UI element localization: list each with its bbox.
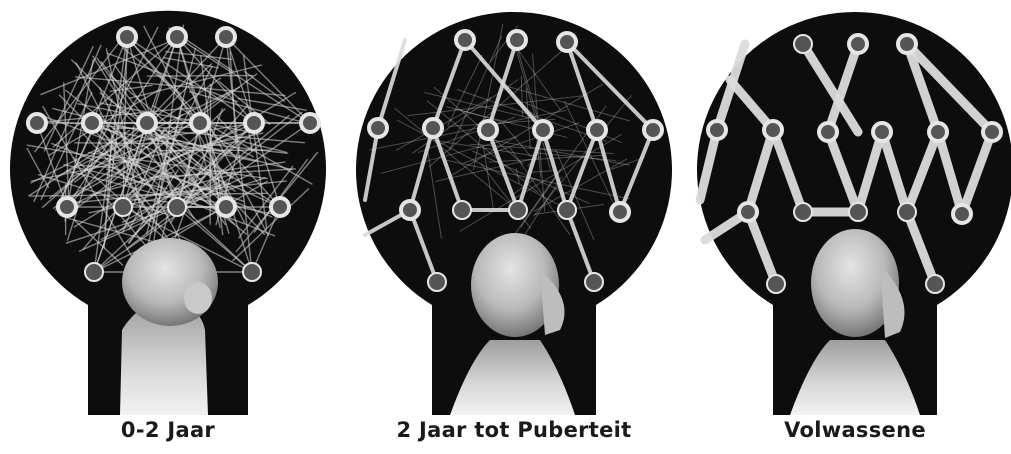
neuron-node	[138, 114, 156, 132]
neuron-node	[85, 263, 103, 281]
neuron-node	[217, 198, 235, 216]
neuron-node	[271, 198, 289, 216]
neuron-node	[401, 201, 419, 219]
neuron-node	[558, 33, 576, 51]
neuron-node	[168, 28, 186, 46]
neuron-node	[301, 114, 319, 132]
caption-infant: 0-2 Jaar	[121, 418, 215, 442]
neuron-node	[558, 201, 576, 219]
neuron-node	[929, 123, 947, 141]
neuron-node	[588, 121, 606, 139]
neuron-node	[849, 203, 867, 221]
neuron-node	[28, 114, 46, 132]
neuron-node	[428, 273, 446, 291]
neuron-node	[534, 121, 552, 139]
infant-figure	[120, 238, 218, 415]
neuron-node	[873, 123, 891, 141]
neuron-node	[708, 121, 726, 139]
neuron-node	[644, 121, 662, 139]
neuron-node	[114, 198, 132, 216]
neuron-node	[794, 35, 812, 53]
neuron-node	[191, 114, 209, 132]
neuron-node	[456, 31, 474, 49]
neuron-node	[953, 205, 971, 223]
neuron-node	[898, 35, 916, 53]
neuron-node	[611, 203, 629, 221]
neuron-node	[898, 203, 916, 221]
neuron-node	[794, 203, 812, 221]
panel-infant	[10, 11, 326, 415]
neuron-node	[243, 263, 261, 281]
caption-adult: Volwassene	[784, 418, 926, 442]
panel-child	[356, 12, 672, 415]
panel-adult	[697, 12, 1011, 415]
neuron-node	[245, 114, 263, 132]
neuron-node	[764, 121, 782, 139]
neuron-node	[479, 121, 497, 139]
neuron-node	[509, 201, 527, 219]
neuron-node	[508, 31, 526, 49]
neuron-node	[424, 119, 442, 137]
neuron-node	[83, 114, 101, 132]
caption-child: 2 Jaar tot Puberteit	[396, 418, 631, 442]
neuron-node	[739, 203, 757, 221]
neuron-node	[819, 123, 837, 141]
neuron-node	[217, 28, 235, 46]
neuron-node	[58, 198, 76, 216]
neuron-node	[118, 28, 136, 46]
neuron-node	[849, 35, 867, 53]
neuron-node	[983, 123, 1001, 141]
neuron-node	[585, 273, 603, 291]
neuron-node	[767, 275, 785, 293]
neuron-node	[168, 198, 186, 216]
neuron-node	[453, 201, 471, 219]
neuron-node	[369, 119, 387, 137]
neuron-node	[926, 275, 944, 293]
